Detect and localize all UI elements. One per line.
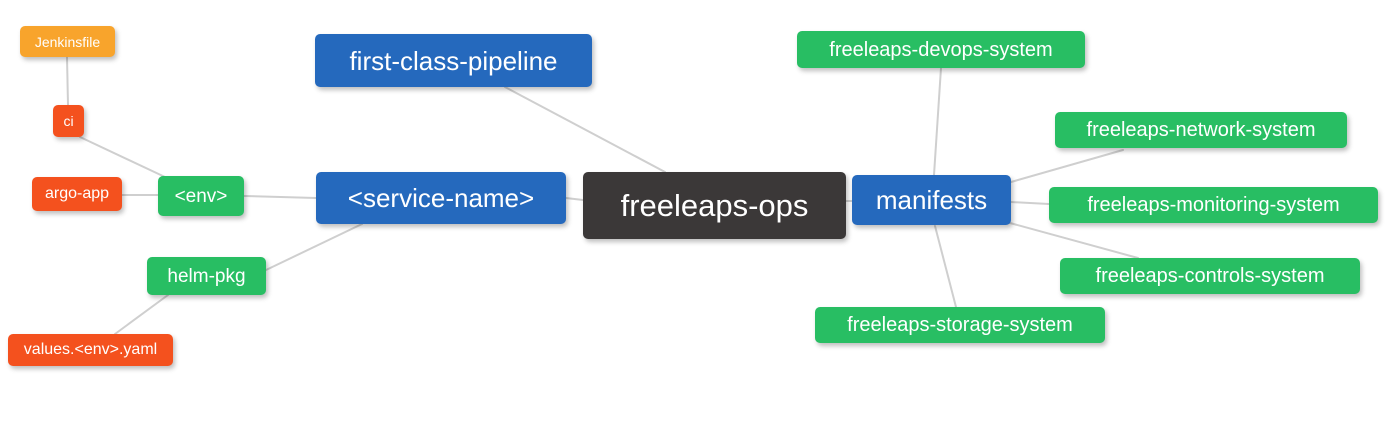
edge-values-helm-pkg [114,294,169,335]
edge-manifests-devops [933,67,942,176]
node-freeleaps-storage-system[interactable]: freeleaps-storage-system [815,307,1105,343]
edge-manifests-storage [934,225,957,308]
edge-jenkinsfile-ci [66,56,69,106]
edge-manifests-network [1010,149,1124,183]
node-service-name[interactable]: <service-name> [316,172,566,224]
node-freeleaps-network-system[interactable]: freeleaps-network-system [1055,112,1347,148]
node-env[interactable]: <env> [158,176,244,216]
edge-env-service-name [243,195,317,199]
node-first-class-pipeline[interactable]: first-class-pipeline [315,34,592,87]
node-helm-pkg[interactable]: helm-pkg [147,257,266,295]
node-freeleaps-devops-system[interactable]: freeleaps-devops-system [797,31,1085,68]
edge-manifests-monitoring [1010,201,1050,205]
node-freeleaps-monitoring-system[interactable]: freeleaps-monitoring-system [1049,187,1378,223]
node-freeleaps-ops[interactable]: freeleaps-ops [583,172,846,239]
edge-pipeline-freeleaps-ops [504,86,666,173]
node-freeleaps-controls-system[interactable]: freeleaps-controls-system [1060,258,1360,294]
node-values-env-yaml[interactable]: values.<env>.yaml [8,334,173,366]
node-manifests[interactable]: manifests [852,175,1011,225]
edge-ci-env [79,136,166,178]
edge-service-name-freeleaps-ops [565,197,584,201]
node-jenkinsfile[interactable]: Jenkinsfile [20,26,115,57]
edge-manifests-controls [1009,222,1139,259]
edge-helm-pkg-service-name [265,223,363,271]
node-argo-app[interactable]: argo-app [32,177,122,211]
node-ci[interactable]: ci [53,105,84,137]
